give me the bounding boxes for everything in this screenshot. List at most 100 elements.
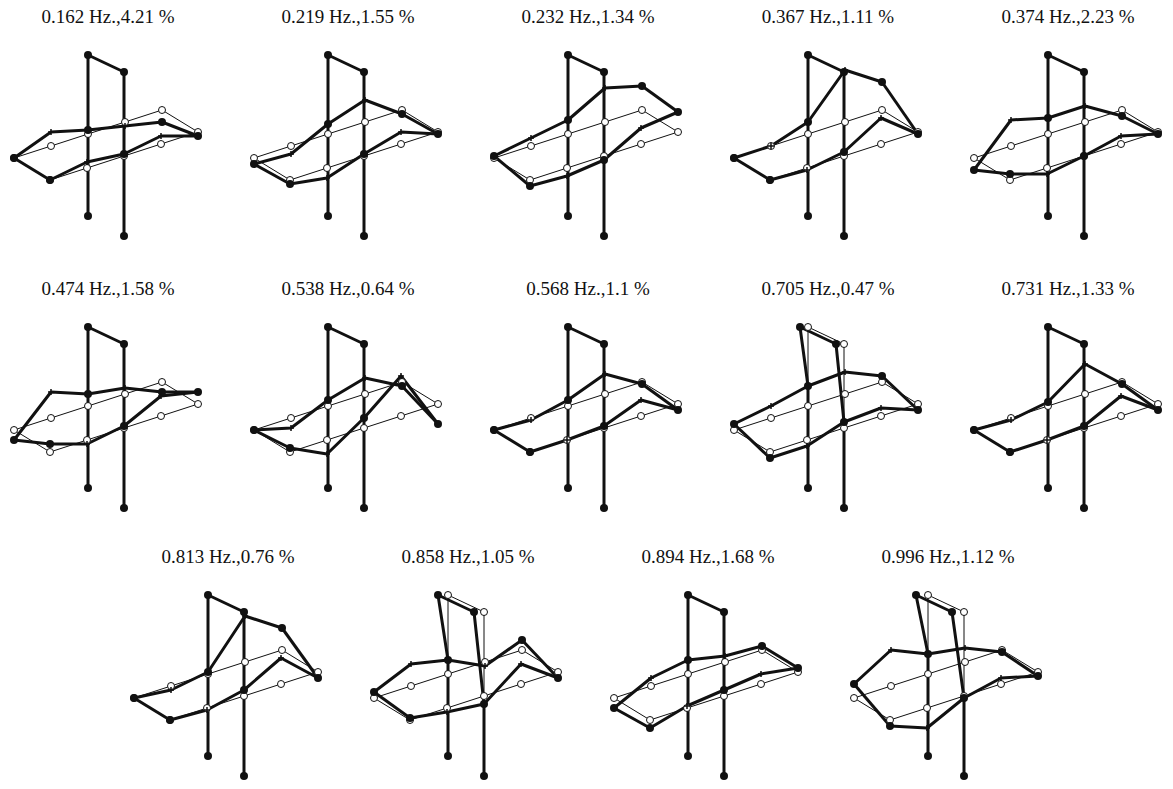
deformed-node xyxy=(804,443,810,449)
undeformed-node xyxy=(11,427,18,434)
deformed-node xyxy=(886,722,894,730)
deformed-deck xyxy=(1002,652,1038,676)
deformed-node xyxy=(720,686,728,694)
deformed-node xyxy=(10,436,18,444)
undeformed-node xyxy=(805,403,812,410)
undeformed-node xyxy=(878,141,885,148)
undeformed-node xyxy=(998,681,1005,688)
deformed-node xyxy=(840,504,848,512)
mode-label: 0.568 Hz.,1.1 % xyxy=(526,278,649,300)
deformed-deck xyxy=(974,430,1010,452)
undeformed-node xyxy=(47,177,54,184)
deformed-node xyxy=(840,418,848,426)
deformed-node xyxy=(878,372,886,380)
mode-shape xyxy=(10,51,202,240)
undeformed-deck xyxy=(134,698,170,720)
deformed-node xyxy=(1006,170,1014,178)
undeformed-node xyxy=(768,415,775,422)
deformed-node xyxy=(1044,212,1052,220)
deformed-node xyxy=(722,653,728,659)
deformed-deck xyxy=(770,408,918,458)
deformed-deck xyxy=(50,136,198,180)
deformed-deck xyxy=(1010,134,1158,174)
deformed-deck xyxy=(734,70,882,158)
undeformed-deck xyxy=(14,158,50,180)
undeformed-node xyxy=(481,693,488,700)
deformed-node xyxy=(960,772,968,780)
undeformed-node xyxy=(47,449,54,456)
undeformed-node xyxy=(879,107,886,114)
deformed-deck xyxy=(50,392,198,444)
deformed-node xyxy=(84,484,92,492)
deformed-node xyxy=(998,648,1006,656)
undeformed-node xyxy=(1044,165,1051,172)
deformed-node xyxy=(1080,152,1088,160)
deformed-node xyxy=(434,130,442,138)
deformed-node xyxy=(398,110,406,118)
deformed-node xyxy=(1044,51,1052,59)
undeformed-deck xyxy=(494,430,530,452)
deformed-node xyxy=(444,656,452,664)
deformed-node xyxy=(242,613,248,619)
deformed-node xyxy=(674,108,682,116)
deformed-deck xyxy=(762,646,798,668)
mode-shape xyxy=(610,591,802,780)
mode-shape xyxy=(730,323,922,512)
deformed-node xyxy=(1080,422,1088,430)
undeformed-node xyxy=(242,659,249,666)
mode-shape xyxy=(730,51,922,240)
deformed-node xyxy=(120,340,128,348)
deformed-node xyxy=(158,133,164,139)
deformed-node xyxy=(888,647,894,653)
deformed-node xyxy=(360,504,368,512)
deformed-deck xyxy=(402,114,438,134)
undeformed-node xyxy=(924,705,931,712)
deformed-node xyxy=(204,752,212,760)
deformed-node xyxy=(194,388,202,396)
undeformed-node xyxy=(527,449,534,456)
deformed-node xyxy=(518,636,526,644)
undeformed-node xyxy=(1007,449,1014,456)
deformed-deck xyxy=(290,132,438,184)
deformed-node xyxy=(924,725,930,731)
deformed-node xyxy=(1044,171,1050,177)
deformed-node xyxy=(324,120,332,128)
deformed-deck xyxy=(1122,116,1158,134)
deformed-deck xyxy=(14,122,162,158)
deformed-node xyxy=(120,422,128,430)
undeformed-node xyxy=(324,165,331,172)
deformed-node xyxy=(360,68,368,76)
undeformed-node xyxy=(1044,437,1051,444)
deformed-node xyxy=(766,454,774,462)
deformed-node xyxy=(796,323,804,331)
deformed-node xyxy=(684,656,692,664)
undeformed-node xyxy=(1082,119,1089,126)
deformed-node xyxy=(1082,103,1088,109)
undeformed-node xyxy=(648,683,655,690)
deformed-node xyxy=(674,406,682,414)
deformed-node xyxy=(84,441,90,447)
deformed-node xyxy=(444,752,452,760)
deformed-node xyxy=(84,212,92,220)
mode-label: 0.162 Hz.,4.21 % xyxy=(42,6,175,28)
undeformed-node xyxy=(158,141,165,148)
mode-shape xyxy=(970,323,1162,512)
deformed-node xyxy=(526,182,534,190)
deformed-node xyxy=(362,97,368,103)
deformed-node xyxy=(406,714,414,722)
deformed-node xyxy=(360,232,368,240)
mode-label: 0.894 Hz.,1.68 % xyxy=(642,546,775,568)
deformed-node xyxy=(1118,380,1126,388)
undeformed-node xyxy=(1118,413,1125,420)
undeformed-node xyxy=(971,155,978,162)
deformed-deck xyxy=(614,708,650,728)
deformed-node xyxy=(120,504,128,512)
deformed-node xyxy=(84,51,92,59)
undeformed-node xyxy=(925,592,932,599)
deformed-node xyxy=(554,674,562,682)
mode-shape xyxy=(850,591,1042,780)
undeformed-node xyxy=(805,324,812,331)
deformed-node xyxy=(960,694,968,702)
deformed-node xyxy=(158,388,166,396)
deformed-deck xyxy=(134,616,282,698)
